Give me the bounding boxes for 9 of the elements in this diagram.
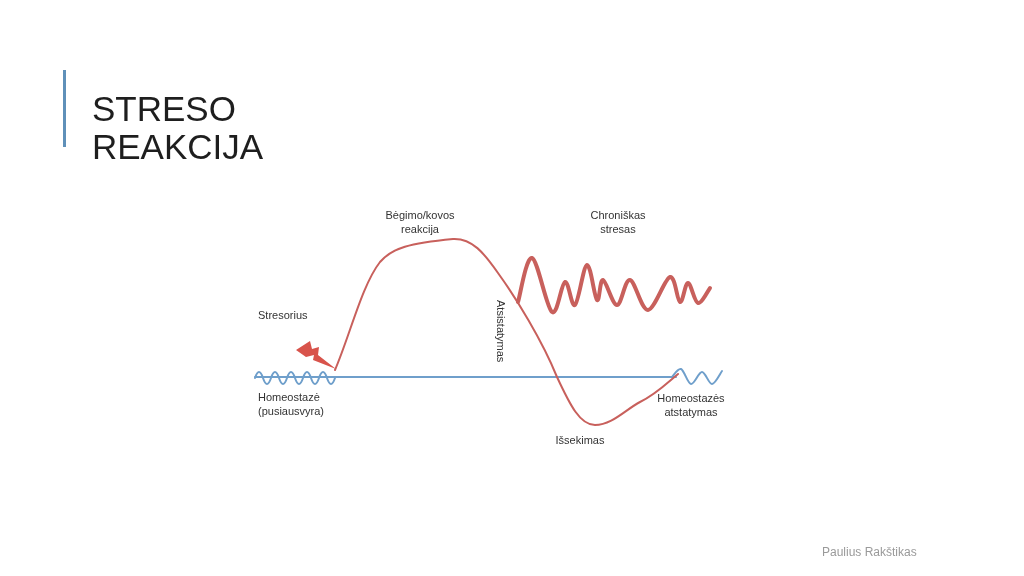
- phase-label: Stresorius: [258, 308, 308, 322]
- phase-label: Chroniškas stresas: [590, 208, 646, 236]
- phase-label: Homeostazės atstatymas: [657, 391, 725, 419]
- phase-label: Homeostazė (pusiausvyra): [258, 390, 325, 418]
- phase-label: Bėgimo/kovos reakcija: [385, 208, 455, 236]
- phase-label: Atsistatymas: [494, 300, 508, 363]
- slide-title: STRESO REAKCIJA: [92, 90, 264, 166]
- footer-text: Paulius Rakštikas: [822, 545, 917, 559]
- phase-label: Išsekimas: [555, 433, 605, 447]
